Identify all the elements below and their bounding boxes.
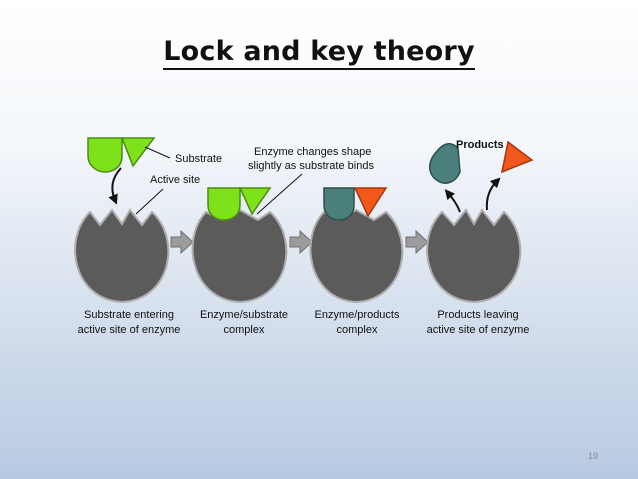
bound-substrate xyxy=(207,187,241,221)
step-2-caption-line2: complex xyxy=(224,324,265,336)
step-3-caption-line1: Enzyme/products xyxy=(315,309,400,321)
substrate-label: Substrate xyxy=(175,153,222,165)
substrate-pointer xyxy=(144,146,171,159)
step-1-caption-line1: Substrate entering xyxy=(84,309,174,321)
step-4-caption-line2: active site of enzyme xyxy=(427,324,530,336)
exit-arrow-b xyxy=(485,177,501,211)
flow-arrow-3 xyxy=(405,229,429,255)
released-product-a xyxy=(429,143,461,184)
enzyme-2 xyxy=(191,208,288,304)
flow-arrow-2 xyxy=(289,229,313,255)
enzyme-3 xyxy=(309,208,404,304)
products-label: Products xyxy=(456,139,504,151)
enzyme-changes-label-line1: Enzyme changes shape xyxy=(254,146,371,158)
substrate-free-triangle xyxy=(120,137,156,168)
enzyme-4 xyxy=(426,208,522,304)
step-4-caption-line1: Products leaving xyxy=(437,309,518,321)
bound-substrate-triangle xyxy=(238,187,272,216)
flow-arrow-1 xyxy=(170,229,194,255)
enzyme-changes-pointer xyxy=(256,173,303,215)
substrate-free xyxy=(87,137,123,173)
enzyme-1 xyxy=(74,208,170,304)
slide-title-text: Lock and key theory xyxy=(163,36,475,70)
slide-title: Lock and key theory xyxy=(0,36,638,70)
entry-arrow xyxy=(108,167,122,205)
exit-arrow-a xyxy=(444,189,461,213)
step-3-caption-line2: complex xyxy=(337,324,378,336)
active-site-label: Active site xyxy=(150,174,200,186)
bound-product-a xyxy=(323,187,355,221)
active-site-pointer xyxy=(135,188,164,215)
bound-product-b xyxy=(353,187,388,218)
step-2-caption-line1: Enzyme/substrate xyxy=(200,309,288,321)
page-number: 19 xyxy=(588,451,599,461)
released-product-b xyxy=(500,140,534,174)
enzyme-changes-label-line2: slightly as substrate binds xyxy=(248,160,374,172)
step-1-caption-line2: active site of enzyme xyxy=(78,324,181,336)
